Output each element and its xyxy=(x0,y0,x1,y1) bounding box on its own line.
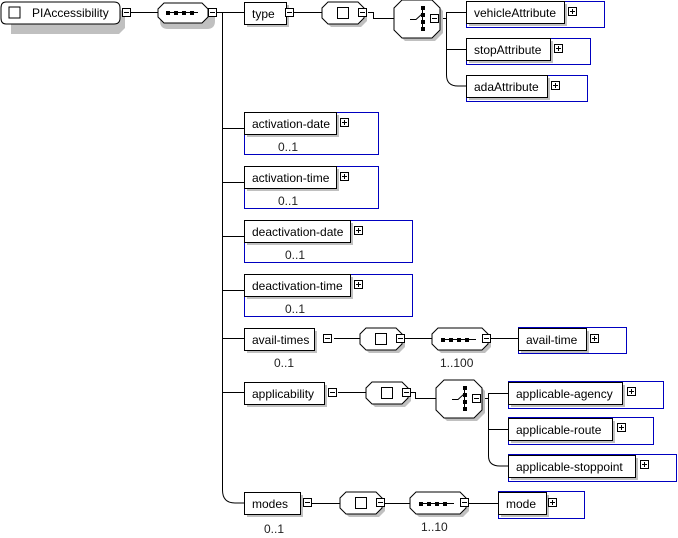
choice-icon xyxy=(410,6,425,31)
expand-applicable-agency[interactable] xyxy=(627,387,636,396)
complex-type-icon xyxy=(355,497,367,509)
complex-type-icon xyxy=(337,7,349,19)
type-collapse-button[interactable] xyxy=(285,8,294,17)
element-label: applicability xyxy=(252,387,315,401)
expand-vehicleAttribute[interactable] xyxy=(568,7,577,16)
applicability-choice-collapse-button[interactable] xyxy=(472,394,481,403)
avail-times-collapse-button[interactable] xyxy=(323,334,332,343)
occurrence-label: 0..1 xyxy=(274,356,295,370)
expand-adaAttribute[interactable] xyxy=(551,81,560,90)
element-stopAttribute[interactable] xyxy=(466,38,591,65)
modes-sequence-collapse-button[interactable] xyxy=(460,498,469,507)
occurrence-label: 0..1 xyxy=(278,140,299,154)
applicability-choice xyxy=(435,379,485,421)
element-label: activation-time xyxy=(252,171,330,185)
element-deactivation-date[interactable] xyxy=(244,220,413,263)
element-label: avail-time xyxy=(526,333,578,347)
type-complex-type xyxy=(321,1,367,27)
complex-type-icon xyxy=(381,387,393,399)
element-deactivation-time[interactable] xyxy=(244,274,413,317)
expand-avail-time[interactable] xyxy=(590,334,599,343)
element-label: applicable-route xyxy=(516,423,602,437)
element-applicability[interactable] xyxy=(244,382,328,408)
expand-applicable-stoppoint[interactable] xyxy=(640,460,649,469)
element-avail-times[interactable] xyxy=(244,328,318,354)
root-collapse-button[interactable] xyxy=(122,8,131,17)
applicability-collapse-button[interactable] xyxy=(328,388,337,397)
modes-complextype-collapse-button[interactable] xyxy=(376,498,385,507)
sequence-icon xyxy=(166,11,198,15)
expand-activation-time[interactable] xyxy=(340,172,349,181)
element-label: activation-date xyxy=(252,117,331,131)
element-label: avail-times xyxy=(252,333,310,347)
element-label: vehicleAttribute xyxy=(474,6,557,20)
element-applicable-route[interactable] xyxy=(508,417,654,445)
modes-complex-type xyxy=(339,491,385,517)
choice-icon xyxy=(452,386,467,411)
root-sequence-collapse-button[interactable] xyxy=(208,8,217,17)
avail-times-complextype-collapse-button[interactable] xyxy=(396,334,405,343)
avail-times-sequence-collapse-button[interactable] xyxy=(482,334,491,343)
sequence-occurrence-label: 1..100 xyxy=(440,356,474,370)
expand-stopAttribute[interactable] xyxy=(554,44,563,53)
element-label: type xyxy=(252,7,275,21)
element-label: adaAttribute xyxy=(474,80,539,94)
expand-deactivation-time[interactable] xyxy=(354,280,363,289)
avail-times-sequence xyxy=(431,327,491,353)
element-mode[interactable] xyxy=(498,491,585,519)
type-complextype-collapse-button[interactable] xyxy=(358,8,367,17)
avail-times-complex-type xyxy=(359,327,405,353)
element-label: modes xyxy=(252,497,289,511)
element-label: deactivation-date xyxy=(252,225,344,239)
element-label: applicable-stoppoint xyxy=(516,460,623,474)
modes-sequence xyxy=(409,491,469,517)
occurrence-label: 0..1 xyxy=(264,522,285,536)
type-choice xyxy=(393,0,443,41)
applicability-complextype-collapse-button[interactable] xyxy=(402,388,411,397)
element-activation-time[interactable] xyxy=(244,166,379,209)
element-vehicleAttribute[interactable] xyxy=(466,1,605,28)
complex-type-icon xyxy=(375,333,387,345)
root-sequence-compositor xyxy=(157,2,215,29)
root-element[interactable] xyxy=(0,1,125,34)
element-label: mode xyxy=(506,497,537,511)
element-applicable-agency[interactable] xyxy=(508,381,664,409)
sequence-icon xyxy=(419,502,454,506)
element-avail-time[interactable] xyxy=(518,327,627,354)
occurrence-label: 0..1 xyxy=(278,194,299,208)
sequence-icon xyxy=(441,338,476,342)
expand-mode[interactable] xyxy=(548,498,557,507)
element-activation-date[interactable] xyxy=(244,112,379,155)
element-adaAttribute[interactable] xyxy=(466,75,588,102)
expand-deactivation-date[interactable] xyxy=(354,226,363,235)
element-modes[interactable] xyxy=(244,492,304,518)
element-icon xyxy=(8,6,21,19)
root-element-label: PIAccessibility xyxy=(32,6,109,20)
expand-activation-date[interactable] xyxy=(340,118,349,127)
sequence-occurrence-label: 1..10 xyxy=(421,520,448,534)
element-label: applicable-agency xyxy=(516,387,613,401)
element-label: stopAttribute xyxy=(474,43,542,57)
occurrence-label: 0..1 xyxy=(285,248,306,262)
modes-collapse-button[interactable] xyxy=(303,498,312,507)
applicability-complex-type xyxy=(365,381,411,407)
type-choice-collapse-button[interactable] xyxy=(430,14,439,23)
expand-applicable-route[interactable] xyxy=(617,423,626,432)
element-label: deactivation-time xyxy=(252,279,343,293)
element-type[interactable] xyxy=(244,2,290,28)
occurrence-label: 0..1 xyxy=(285,302,306,316)
element-applicable-stoppoint[interactable] xyxy=(508,454,677,482)
